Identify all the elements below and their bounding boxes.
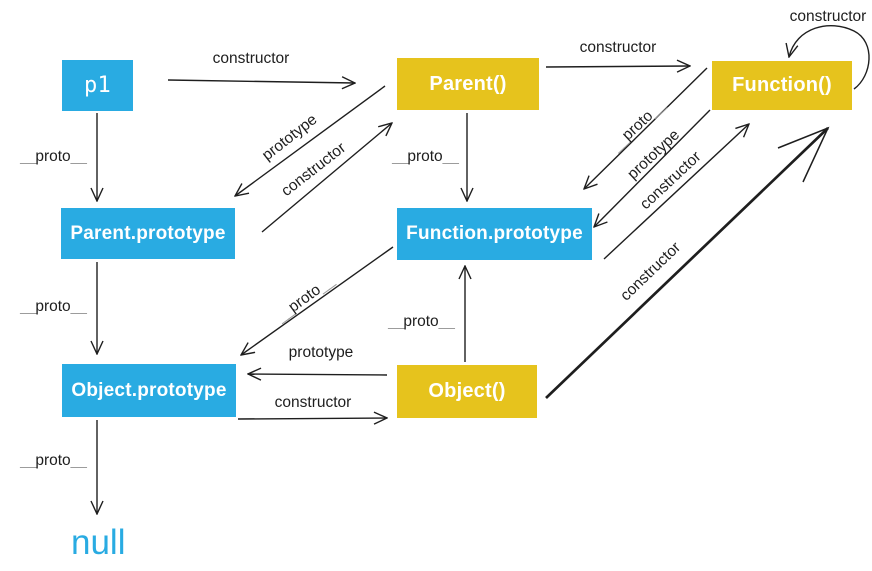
node-p1: p1: [62, 60, 133, 111]
arrow-p1-constructor-parent: [167, 80, 355, 83]
arrow-function-constructor-self-loop: [789, 24, 870, 90]
edge-label-proto-object-function-prototype: __proto__: [388, 313, 455, 330]
node-parent-function: Parent(): [397, 58, 539, 110]
edge-label-constructor-p1-parent: constructor: [212, 50, 290, 67]
edge-label-proto-object-prototype-null: __proto__: [20, 452, 87, 469]
node-parent-prototype: Parent.prototype: [61, 208, 235, 259]
arrow-parent-prototype-to-parent-prototype-box: [235, 85, 386, 196]
arrow-parent-prototype-constructor-parent: [261, 123, 392, 233]
arrow-function-prototype-proto-object-prototype: [241, 246, 394, 355]
edge-label-proto-parent-prototype-object-prototype: __proto__: [20, 298, 87, 315]
node-object-function: Object(): [397, 365, 537, 418]
edge-label-constructor-parent-function: constructor: [579, 39, 657, 56]
node-function-prototype: Function.prototype: [397, 208, 592, 260]
node-null: null: [71, 523, 126, 562]
edge-label-proto-p1-parent-prototype: __proto__: [20, 148, 87, 165]
edge-label-constructor-function-self: constructor: [789, 8, 867, 25]
arrow-object-prototype-constructor-object: [237, 418, 387, 419]
node-function-function: Function(): [712, 61, 852, 110]
arrow-object-prototype-to-object-prototype-box: [248, 374, 388, 375]
arrow-object-constructor-function-head: [777, 126, 830, 183]
arrow-function-proto-function-prototype: [584, 67, 708, 189]
arrow-function-prototype-to-function-prototype-box: [594, 109, 711, 227]
edge-label-proto-parent-function-prototype: __proto__: [392, 148, 459, 165]
node-object-prototype: Object.prototype: [62, 364, 236, 417]
arrow-object-constructor-function-shaft: [545, 127, 829, 399]
edge-label-constructor-object-prototype-object: constructor: [274, 394, 352, 411]
edge-label-prototype-object: prototype: [288, 344, 354, 361]
arrow-function-prototype-constructor-function: [603, 124, 749, 260]
arrow-parent-constructor-function: [545, 66, 690, 67]
